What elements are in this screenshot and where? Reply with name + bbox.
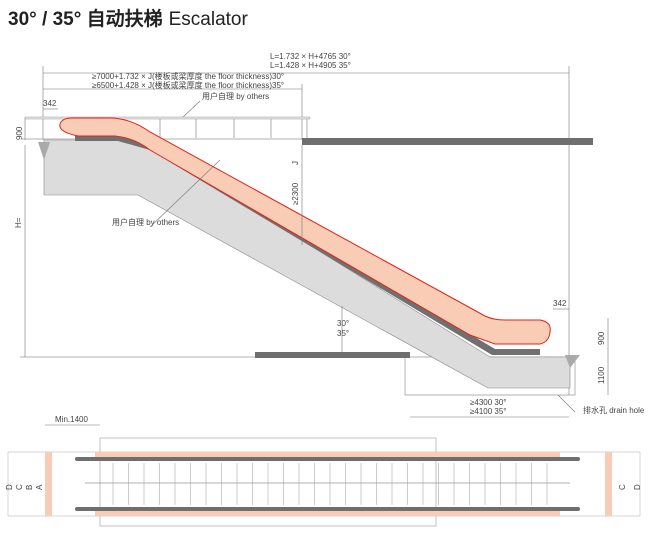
bottom-900-label: 900 [597, 331, 606, 345]
title-en: Escalator [168, 9, 248, 30]
plan-handrail-bottom [95, 507, 560, 516]
pit-length-30: ≥4300 30° [470, 398, 507, 407]
comb-plate-left [45, 452, 52, 516]
length-formula-30: L=1.732 × H+4765 30° [270, 52, 351, 61]
upper-floor-slab [302, 138, 593, 145]
dim-label-c: C [15, 484, 24, 490]
lower-floor-slab [255, 352, 410, 358]
railing [24, 116, 311, 120]
drain-hole-label: 排水孔 drain hole [583, 405, 645, 415]
angle-30-label: 30° [337, 319, 349, 328]
dim-label-c-right: C [618, 484, 627, 490]
elevation-view: L=1.732 × H+4765 30° L=1.428 × H+4905 35… [14, 52, 645, 418]
handrail [59, 117, 551, 345]
comb-plate-right [605, 452, 612, 516]
top-900-label: 900 [15, 126, 24, 140]
dim-label-a: A [35, 484, 44, 490]
pit-1100-label: 1100 [597, 366, 606, 384]
upper-support [38, 142, 50, 160]
title-cn: 自动扶梯 [86, 9, 163, 30]
title-angles: 30° / 35° [8, 9, 82, 30]
dim-label-d: D [5, 484, 14, 490]
plan-handrail-top [95, 452, 560, 461]
j-label: J [291, 161, 300, 165]
steps [112, 463, 548, 505]
railing-posts [159, 119, 308, 138]
top-342-label: 342 [43, 99, 57, 108]
opening-formula-30: ≥7000+1.732 × J(楼板或梁厚度 the floor thickne… [92, 71, 284, 81]
dim-label-b: B [25, 485, 34, 490]
lower-support [565, 355, 580, 368]
length-formula-35: L=1.428 × H+4905 35° [270, 61, 351, 70]
min-width-label: Min.1400 [55, 415, 88, 424]
by-others-label-top: 用户自理 by others [202, 91, 269, 101]
pit-length-35: ≥4100 35° [470, 407, 507, 416]
plan-view: Min.1400 D C B A C D [5, 415, 642, 527]
headroom-label: ≥2300 [291, 182, 300, 205]
dim-label-d-right: D [633, 484, 642, 490]
by-others-label-mid: 用户自理 by others [112, 217, 179, 227]
height-label: H= [14, 217, 23, 228]
opening-formula-35: ≥6500+1.428 × J(楼板或梁厚度 the floor thickne… [92, 80, 284, 90]
bottom-342-label: 342 [553, 299, 567, 308]
angle-35-label: 35° [337, 329, 349, 338]
